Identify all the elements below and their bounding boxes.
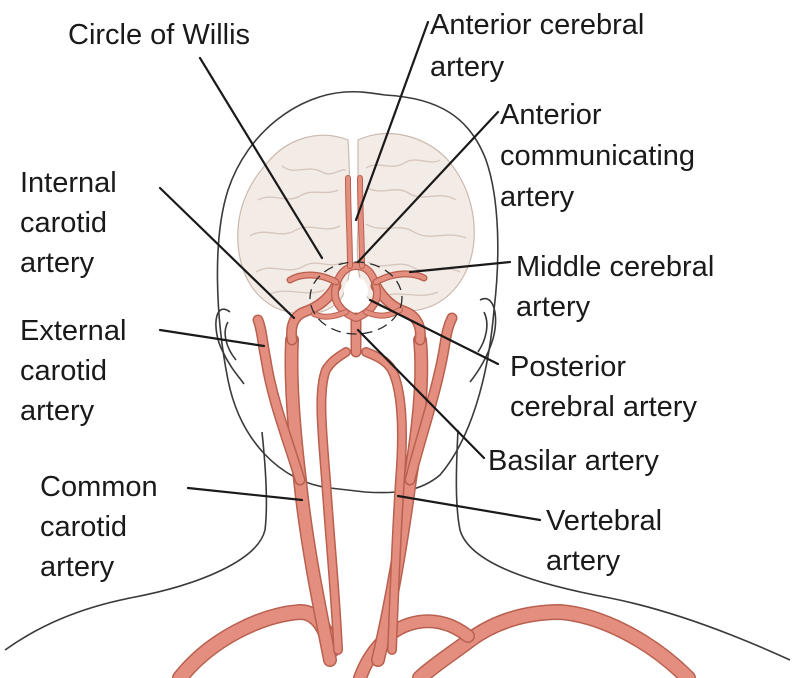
label-posterior-cerebral: Posterior cerebral artery [510, 351, 697, 423]
leader-vertebral [398, 496, 540, 520]
right-ear [470, 299, 496, 382]
label-basilar: Basilar artery [488, 445, 659, 477]
leader-common-carotid [188, 488, 302, 500]
label-anterior-communicating: Anterior communicating artery [500, 99, 703, 213]
right-ear-inner [478, 312, 487, 352]
label-anterior-cerebral: Anterior cerebral artery [430, 9, 652, 83]
label-vertebral: Vertebral artery [546, 505, 670, 577]
label-external-carotid: External carotid artery [20, 315, 134, 427]
leader-posterior-cerebral [370, 300, 498, 364]
leader-external-carotid [160, 330, 264, 346]
label-common-carotid: Common carotid artery [40, 471, 166, 583]
label-middle-cerebral: Middle cerebral artery [516, 251, 722, 323]
right-carotid-system [376, 286, 452, 660]
label-internal-carotid: Internal carotid artery [20, 167, 125, 279]
subclavian-arteries [180, 612, 688, 678]
label-circle-of-willis: Circle of Willis [68, 19, 250, 51]
